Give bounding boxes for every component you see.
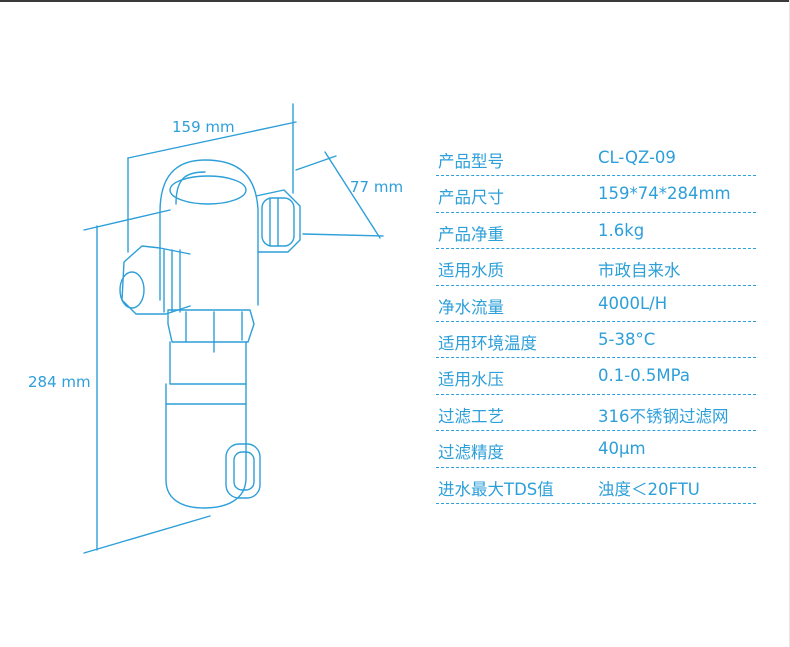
top-border bbox=[0, 0, 790, 2]
spec-label: 产品尺寸 bbox=[438, 188, 504, 208]
spec-label: 进水最大TDS值 bbox=[438, 479, 554, 499]
spec-label: 产品型号 bbox=[438, 152, 504, 171]
spec-value: 1.6kg bbox=[598, 220, 645, 240]
inlet-connector bbox=[121, 245, 191, 315]
width-dimension-lines bbox=[127, 103, 297, 253]
spec-row-temperature: 适用环境温度 5-38°C bbox=[436, 322, 756, 359]
spec-label: 过滤工艺 bbox=[438, 406, 504, 426]
spec-row-size: 产品尺寸 159*74*284mm bbox=[436, 176, 756, 213]
spec-value: 市政自来水 bbox=[598, 261, 681, 281]
spec-row-model: 产品型号 CL-QZ-09 bbox=[436, 140, 756, 177]
spec-row-pressure: 适用水压 0.1-0.5MPa bbox=[436, 358, 756, 395]
drain-valve bbox=[225, 443, 261, 499]
spec-value: 316不锈钢过滤网 bbox=[598, 406, 729, 426]
spec-label: 适用环境温度 bbox=[438, 333, 537, 353]
filter-bowl-upper bbox=[169, 341, 247, 385]
filter-collar bbox=[167, 309, 255, 343]
spec-value: CL-QZ-09 bbox=[598, 148, 676, 167]
outlet-connector bbox=[255, 189, 301, 253]
spec-table: 产品型号 CL-QZ-09 产品尺寸 159*74*284mm 产品净重 1.6… bbox=[436, 140, 756, 504]
spec-row-process: 过滤工艺 316不锈钢过滤网 bbox=[436, 395, 756, 432]
spec-row-water-type: 适用水质 市政自来水 bbox=[436, 249, 756, 286]
width-dimension-label: 159 mm bbox=[172, 118, 235, 136]
filter-line-drawing bbox=[83, 103, 384, 554]
spec-value: 浊度＜20FTU bbox=[598, 479, 700, 499]
filter-head bbox=[159, 159, 259, 306]
spec-label: 过滤精度 bbox=[438, 443, 504, 463]
spec-row-weight: 产品净重 1.6kg bbox=[436, 213, 756, 250]
spec-label: 适用水质 bbox=[438, 261, 504, 281]
spec-value: 4000L/H bbox=[598, 293, 668, 313]
height-dimension-lines bbox=[83, 209, 211, 554]
spec-row-tds: 进水最大TDS值 浊度＜20FTU bbox=[436, 468, 756, 504]
filter-canister bbox=[165, 383, 247, 509]
spec-row-flow: 净水流量 4000L/H bbox=[436, 286, 756, 322]
spec-value: 0.1-0.5MPa bbox=[598, 366, 690, 386]
spec-value: 159*74*284mm bbox=[598, 184, 731, 204]
spec-label: 产品净重 bbox=[438, 224, 504, 244]
depth-dimension-label: 77 mm bbox=[350, 178, 404, 196]
spec-row-precision: 过滤精度 40μm bbox=[436, 431, 756, 468]
spec-value: 5-38°C bbox=[598, 329, 656, 349]
height-dimension-label: 284 mm bbox=[28, 373, 91, 391]
spec-value: 40μm bbox=[598, 439, 646, 459]
depth-dimension-lines bbox=[295, 151, 384, 239]
spec-label: 适用水压 bbox=[438, 370, 504, 390]
spec-label: 净水流量 bbox=[438, 297, 504, 317]
